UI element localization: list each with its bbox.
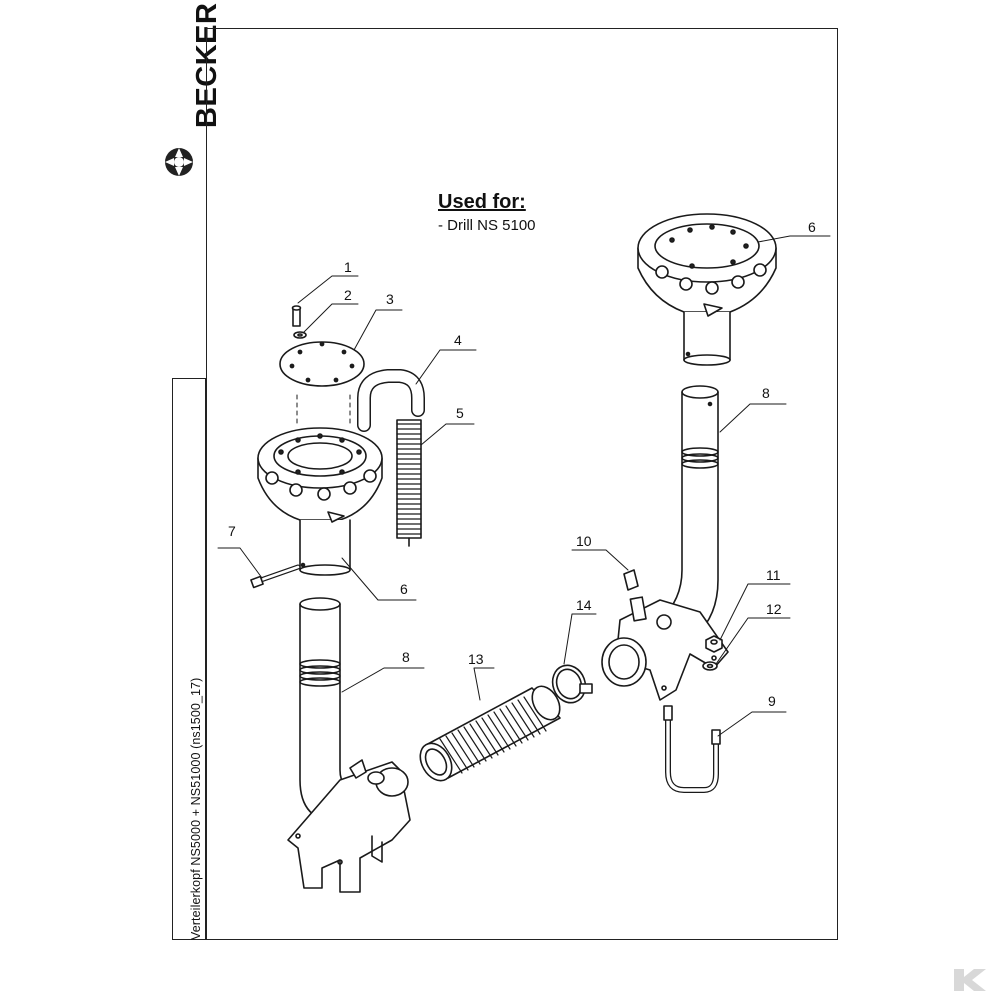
callout-4: 4 xyxy=(415,332,477,385)
callout-11-label: 11 xyxy=(766,567,781,583)
callout-8-left-label: 8 xyxy=(402,649,410,665)
callout-9: 9 xyxy=(717,693,787,737)
part-3-cover-plate xyxy=(279,341,365,387)
part-11-nut xyxy=(705,635,723,653)
drawing-frame xyxy=(206,28,838,940)
callout-7: 7 xyxy=(217,523,263,579)
used-for-item: - Drill NS 5100 xyxy=(438,217,536,234)
callout-5-label: 5 xyxy=(456,405,464,421)
callout-8-right-label: 8 xyxy=(762,385,770,401)
left-mount-bracket xyxy=(287,759,411,893)
callout-8-left: 8 xyxy=(341,649,425,693)
callout-7-label: 7 xyxy=(228,523,236,539)
callout-1: 1 xyxy=(297,259,359,304)
part-2-washer xyxy=(293,331,307,339)
callout-3: 3 xyxy=(353,291,403,351)
part-12-washer xyxy=(702,661,718,671)
callout-5: 5 xyxy=(420,405,475,446)
right-mount-bracket xyxy=(601,596,729,701)
callout-14: 14 xyxy=(563,597,597,665)
callout-13: 13 xyxy=(468,651,495,701)
callout-10-label: 10 xyxy=(576,533,592,549)
callout-8-right: 8 xyxy=(719,385,787,433)
callout-14-label: 14 xyxy=(576,597,592,613)
callout-12: 12 xyxy=(715,601,791,665)
callout-6-left: 6 xyxy=(341,557,417,601)
callout-10: 10 xyxy=(571,533,629,571)
title-block xyxy=(172,378,206,940)
callout-6-right-label: 6 xyxy=(808,219,816,235)
becker-logo xyxy=(165,148,193,176)
callout-11: 11 xyxy=(719,567,791,641)
callout-6-right: 6 xyxy=(757,219,831,243)
part-6-distributor-head-right xyxy=(637,213,777,366)
callout-4-label: 4 xyxy=(454,332,462,348)
becker-logo-mark xyxy=(165,148,193,176)
callout-1-label: 1 xyxy=(344,259,352,275)
part-5-spring xyxy=(396,419,422,547)
watermark-logo xyxy=(954,969,986,991)
callout-2-label: 2 xyxy=(344,287,352,303)
callout-3-label: 3 xyxy=(386,291,394,307)
callout-2: 2 xyxy=(302,287,359,334)
callout-12-label: 12 xyxy=(766,601,782,617)
callout-13-label: 13 xyxy=(468,651,484,667)
callout-6-left-label: 6 xyxy=(400,581,408,597)
assembly-guides xyxy=(296,394,351,426)
used-for-heading: Used for: xyxy=(438,191,526,213)
part-7-screw xyxy=(250,564,301,589)
part-1-bolt xyxy=(291,305,302,327)
part-10-cap xyxy=(623,569,639,591)
part-4-bend-tube xyxy=(357,369,425,432)
part-9-u-bolt xyxy=(663,705,721,793)
part-13-hose xyxy=(419,685,561,782)
part-14-hose-clamp xyxy=(551,664,593,704)
part-6-distributor-head-left xyxy=(257,427,383,576)
callout-9-label: 9 xyxy=(768,693,776,709)
